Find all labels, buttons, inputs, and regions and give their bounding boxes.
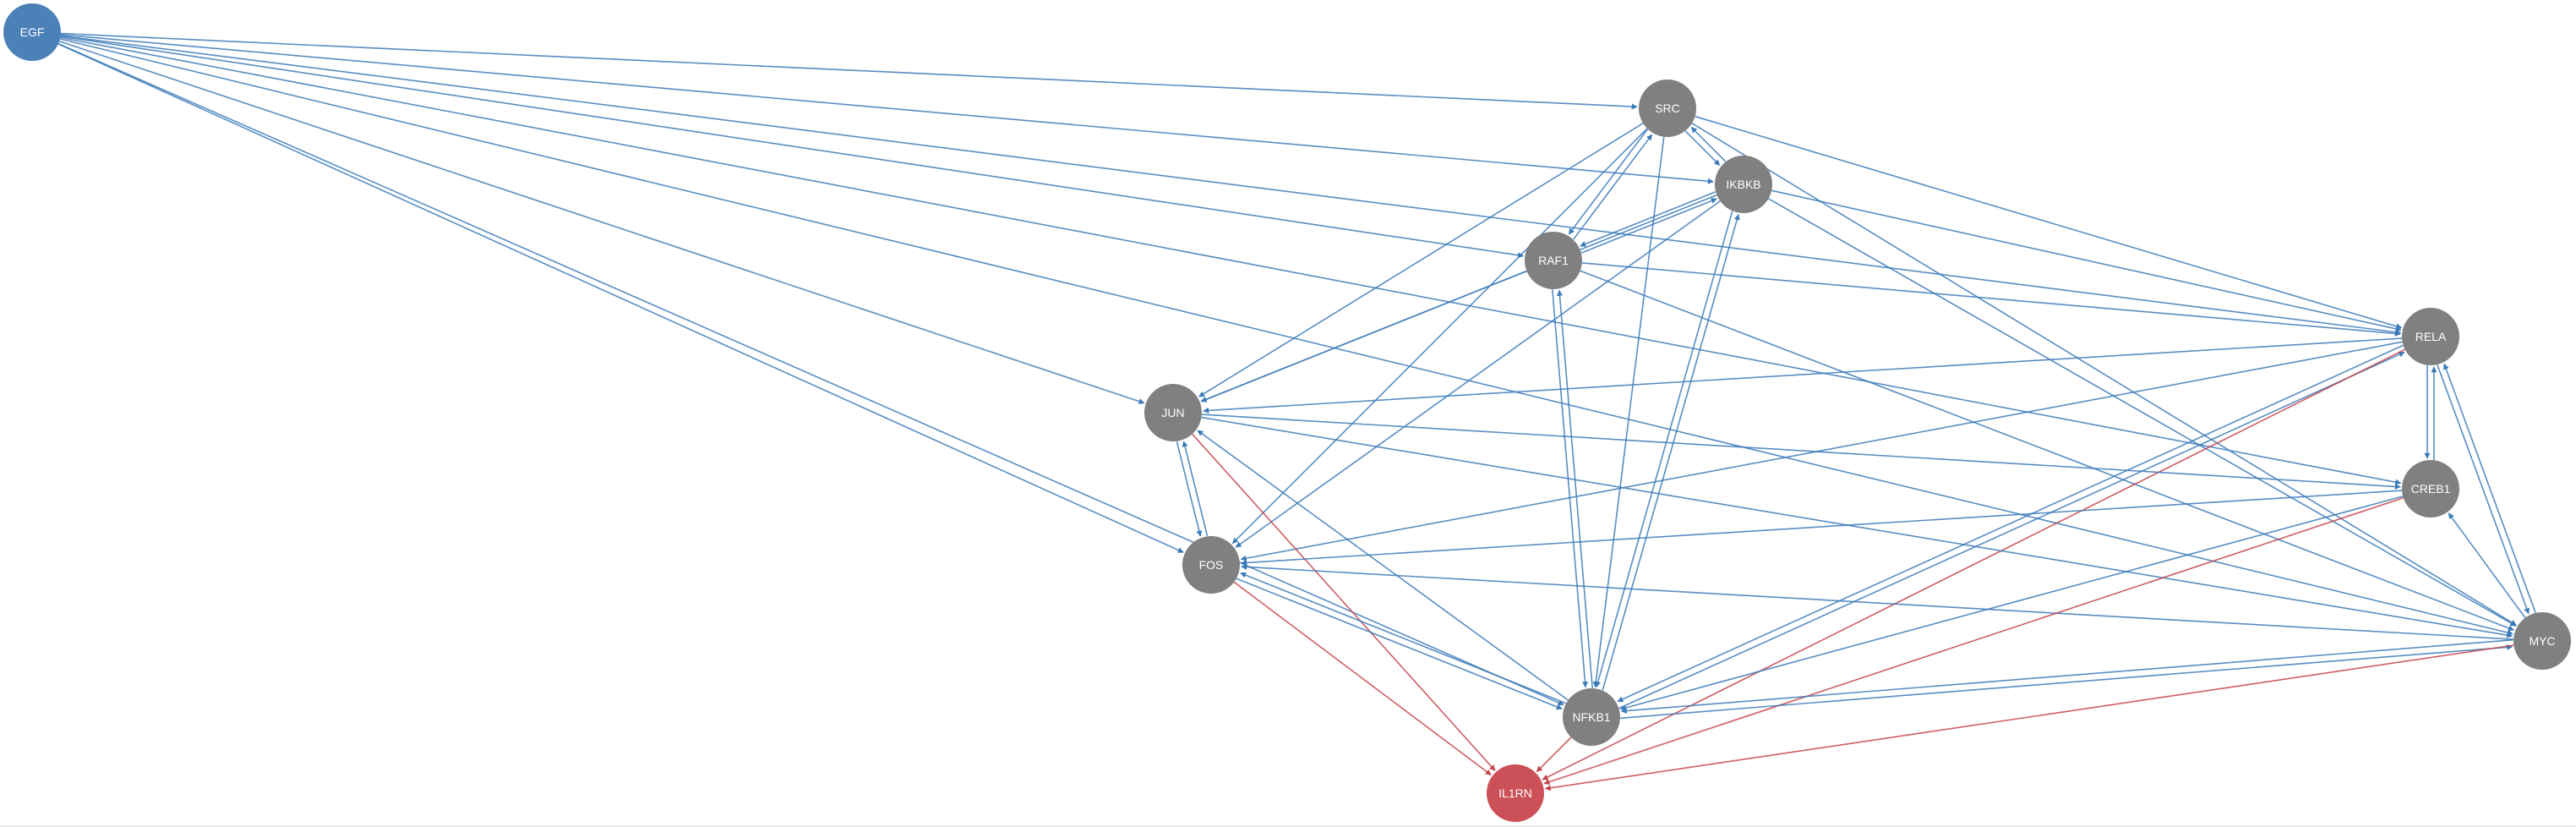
edge-egf-to-creb1[interactable] <box>60 36 2402 485</box>
edge-nfkb1-to-myc[interactable] <box>1620 644 2513 720</box>
edge-src-to-nfkb1[interactable] <box>1592 136 1665 687</box>
edge-jun-to-fos[interactable] <box>1176 441 1203 537</box>
edge-egf-to-nfkb1[interactable] <box>57 42 1564 706</box>
node-label: FOS <box>1199 558 1224 572</box>
node-label: CREB1 <box>2411 482 2451 496</box>
node-raf1[interactable]: RAF1 <box>1525 232 1582 289</box>
edge-egf-to-ikbkb[interactable] <box>60 34 1714 184</box>
node-egf[interactable]: EGF <box>3 3 61 61</box>
edge-egf-to-src[interactable] <box>60 32 1638 110</box>
edge-egf-to-myc[interactable] <box>59 38 2513 636</box>
node-circle <box>1487 764 1544 822</box>
edge-fos-to-jun[interactable] <box>1182 441 1209 537</box>
node-circle <box>3 3 61 61</box>
edge-src-to-myc[interactable] <box>1691 123 2517 626</box>
node-label: NFKB1 <box>1572 710 1610 724</box>
edge-fos-to-nfkb1[interactable] <box>1236 578 1563 710</box>
edge-ikbkb-to-myc[interactable] <box>1768 198 2517 627</box>
edge-raf1-to-ikbkb[interactable] <box>1580 198 1717 254</box>
edge-rela-to-fos[interactable] <box>1240 341 2403 561</box>
edge-raf1-to-jun[interactable] <box>1200 270 1527 403</box>
edge-rela-to-jun[interactable] <box>1203 337 2403 414</box>
node-creb1[interactable]: CREB1 <box>2402 460 2459 518</box>
node-label: MYC <box>2529 634 2555 648</box>
node-label: RAF1 <box>1538 254 1569 267</box>
node-label: IKBKB <box>1726 178 1760 191</box>
node-rela[interactable]: RELA <box>2402 308 2459 365</box>
edge-raf1-to-myc[interactable] <box>1580 270 2515 632</box>
edge-egf-to-raf1[interactable] <box>60 36 1525 259</box>
edge-nfkb1-to-raf1[interactable] <box>1557 289 1593 688</box>
edge-rela-to-nfkb1[interactable] <box>1617 344 2404 703</box>
edge-nfkb1-to-fos[interactable] <box>1240 572 1567 704</box>
edge-src-to-ikbkb[interactable] <box>1684 130 1721 166</box>
edge-egf-to-jun[interactable] <box>59 41 1145 404</box>
node-label: IL1RN <box>1498 786 1532 800</box>
edge-myc-to-il1rn[interactable] <box>1544 644 2514 791</box>
edge-ikbkb-to-fos[interactable] <box>1235 200 1721 548</box>
node-nfkb1[interactable]: NFKB1 <box>1563 688 1620 746</box>
edge-ikbkb-to-raf1[interactable] <box>1580 191 1716 247</box>
edge-nfkb1-to-ikbkb[interactable] <box>1602 214 1740 691</box>
node-circle <box>1563 688 1620 746</box>
edge-myc-to-nfkb1[interactable] <box>1620 638 2513 715</box>
node-label: SRC <box>1655 101 1680 115</box>
edge-rela-to-il1rn[interactable] <box>1542 348 2405 780</box>
edge-egf-to-rela[interactable] <box>60 35 2401 336</box>
edge-egf-to-fos[interactable] <box>57 43 1184 553</box>
edge-src-to-rela[interactable] <box>1695 115 2403 330</box>
node-il1rn[interactable]: IL1RN <box>1487 764 1544 822</box>
node-label: EGF <box>20 25 45 39</box>
node-jun[interactable]: JUN <box>1144 384 1202 441</box>
node-circle <box>1715 156 1772 213</box>
node-circle <box>2513 612 2571 670</box>
edge-nfkb1-to-jun[interactable] <box>1197 430 1569 701</box>
edge-layer <box>57 32 2536 791</box>
edge-myc-to-fos[interactable] <box>1241 563 2514 640</box>
node-circle <box>2402 460 2459 518</box>
node-label: RELA <box>2415 330 2447 343</box>
edge-ikbkb-to-nfkb1[interactable] <box>1595 211 1733 687</box>
node-circle <box>1144 384 1202 441</box>
edge-myc-to-rela[interactable] <box>2442 363 2536 613</box>
node-circle <box>1182 536 1240 594</box>
node-circle <box>1525 232 1582 289</box>
edge-jun-to-creb1[interactable] <box>1201 414 2401 490</box>
edge-fos-to-il1rn[interactable] <box>1233 581 1492 776</box>
node-myc[interactable]: MYC <box>2513 612 2571 670</box>
edge-myc-to-creb1[interactable] <box>2448 512 2526 619</box>
node-ikbkb[interactable]: IKBKB <box>1715 156 1772 213</box>
edge-nfkb1-to-il1rn[interactable] <box>1536 737 1572 773</box>
edge-src-to-raf1[interactable] <box>1568 129 1649 235</box>
node-circle <box>2402 308 2459 365</box>
edge-raf1-to-rela[interactable] <box>1581 262 2401 337</box>
node-circle <box>1639 79 1696 137</box>
node-fos[interactable]: FOS <box>1182 536 1240 594</box>
edge-creb1-to-fos[interactable] <box>1241 490 2403 566</box>
node-src[interactable]: SRC <box>1639 79 1696 137</box>
edge-creb1-to-nfkb1[interactable] <box>1620 496 2404 711</box>
edge-ikbkb-to-src[interactable] <box>1690 127 1727 162</box>
edge-src-to-jun[interactable] <box>1198 123 1644 397</box>
edge-nfkb1-to-rela[interactable] <box>1618 351 2405 709</box>
edge-src-to-fos[interactable] <box>1231 128 1648 545</box>
edge-raf1-to-nfkb1[interactable] <box>1552 289 1588 688</box>
edge-rela-to-myc[interactable] <box>2437 364 2530 615</box>
edge-jun-to-il1rn[interactable] <box>1192 433 1496 771</box>
edge-creb1-to-il1rn[interactable] <box>1543 496 2404 785</box>
node-label: JUN <box>1161 406 1184 419</box>
edge-raf1-to-src[interactable] <box>1572 134 1653 240</box>
edge-jun-to-myc[interactable] <box>1201 416 2513 638</box>
edge-ikbkb-to-rela[interactable] <box>1771 189 2402 332</box>
